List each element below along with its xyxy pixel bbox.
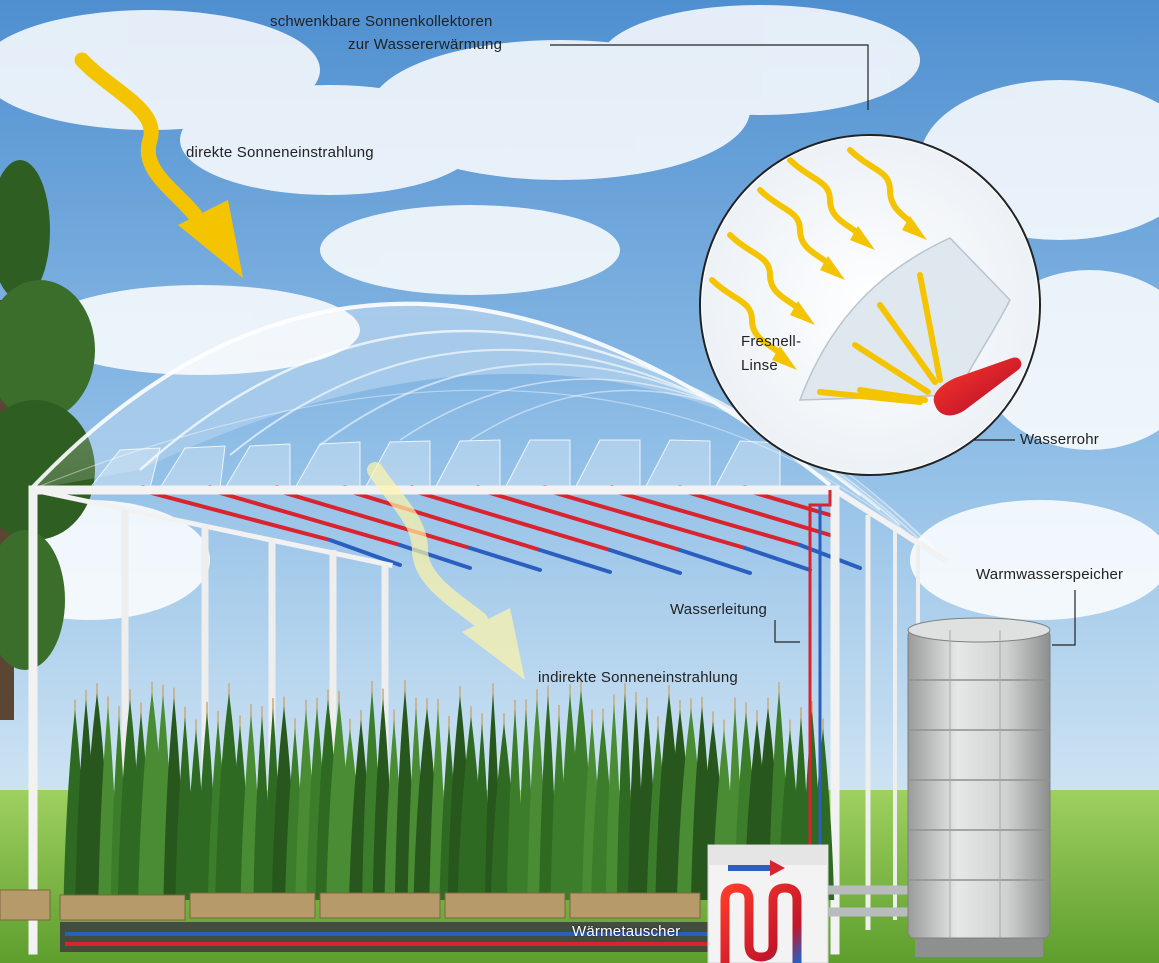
- fresnel-label-line1: Fresnell-: [741, 333, 802, 350]
- collectors-label-line2: zur Wassererwärmung: [348, 36, 503, 53]
- roof-glazing: [30, 303, 950, 560]
- clouds: [0, 5, 1159, 620]
- direct-sun-arrow: [74, 52, 243, 278]
- collectors-label-line1: schwenkbare Sonnenkollektoren: [270, 13, 493, 30]
- direct-sun-label: direkte Sonneneinstrahlung: [186, 144, 374, 161]
- indirect-sun-arrow: [367, 462, 525, 680]
- floor-pipes: [60, 922, 720, 952]
- water-pipe-label: Wasserrohr: [1020, 431, 1099, 448]
- water-line-pipes: [808, 490, 832, 850]
- heat-exchanger-label: Wärmetauscher: [572, 923, 681, 940]
- tank-connection-pipes: [828, 885, 912, 917]
- water-pipe-shape: [933, 357, 1022, 416]
- collector-panels: [88, 439, 781, 489]
- fresnel-label-line2: Linse: [741, 357, 778, 374]
- planters: [0, 889, 701, 921]
- hot-water-tank-label: Warmwasserspeicher: [976, 566, 1124, 583]
- detail-circle: [699, 134, 1041, 476]
- water-line-label: Wasserleitung: [670, 601, 768, 618]
- indirect-sun-label: indirekte Sonneneinstrahlung: [538, 669, 738, 686]
- heat-exchanger: [707, 844, 829, 963]
- hot-water-tank: [907, 617, 1051, 957]
